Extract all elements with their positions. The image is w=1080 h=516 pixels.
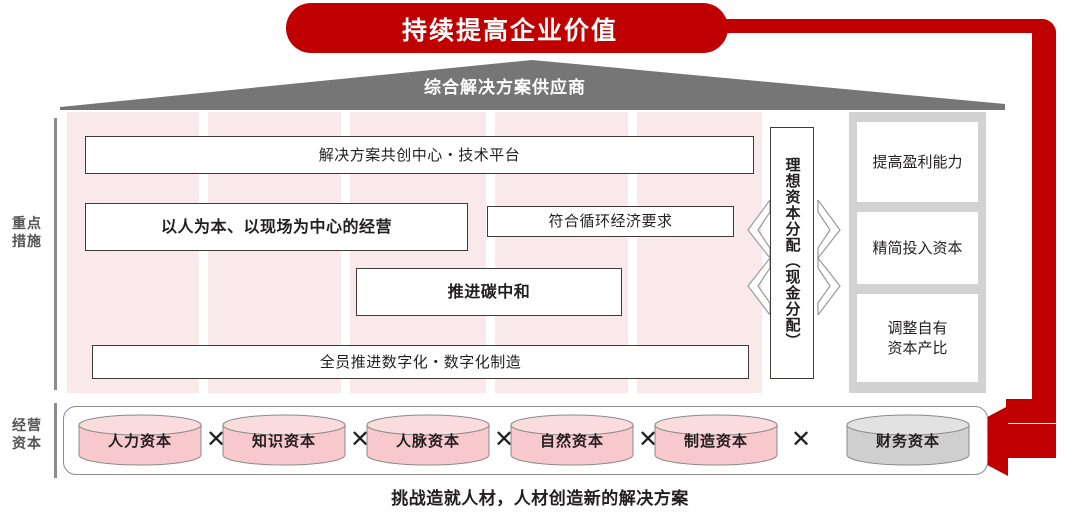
- measure-box-people-centric[interactable]: 以人为本、以现场为中心的经营: [85, 203, 468, 251]
- cylinder-shape: [654, 414, 778, 466]
- section-label-line1: 经营: [12, 418, 42, 434]
- result-box-line2: 资本产比: [887, 339, 948, 357]
- capital-cylinder-financial[interactable]: 财务资本: [846, 414, 970, 466]
- cylinder-shape: [366, 414, 490, 466]
- section-label-line2: 措施: [12, 233, 42, 250]
- roof-label: 综合解决方案供应商: [424, 77, 586, 98]
- result-box-invested-capital[interactable]: 精简投入资本: [857, 212, 978, 284]
- capital-cylinder-label: 人脉资本: [395, 431, 460, 450]
- results-panel: 提高盈利能力 精简投入资本 调整自有 资本产比: [849, 112, 986, 393]
- capital-cylinder-label: 自然资本: [539, 431, 604, 450]
- measure-box-carbon-neutral[interactable]: 推进碳中和: [356, 268, 622, 316]
- rail-divider-capital: [54, 403, 57, 478]
- cylinder-shape: [78, 414, 202, 466]
- multiply-icon: ✕: [493, 425, 515, 453]
- capital-cylinder-label: 财务资本: [875, 431, 940, 450]
- capital-cylinder-network[interactable]: 人脉资本: [366, 414, 490, 466]
- section-label-business-capital: 经营 资本: [4, 418, 50, 453]
- section-label-line1: 重点: [12, 216, 42, 232]
- footer-caption: 挑战造就人材，人材创造新的解决方案: [391, 489, 689, 509]
- capital-cylinder-knowledge[interactable]: 知识资本: [222, 414, 346, 466]
- cylinder-shape: [510, 414, 634, 466]
- capital-cylinder-label: 知识资本: [251, 431, 316, 450]
- capital-cylinder-natural[interactable]: 自然资本: [510, 414, 634, 466]
- result-box-equity-ratio[interactable]: 调整自有 资本产比: [857, 294, 978, 382]
- cylinder-shape: [846, 414, 970, 466]
- multiply-icon: ✕: [790, 425, 812, 453]
- capital-cylinder-human[interactable]: 人力资本: [78, 414, 202, 466]
- ideal-capital-allocation-label: 理想资本分配（现金分配）: [783, 157, 802, 349]
- banner-title: 持续提高企业价值: [401, 16, 618, 45]
- cylinder-shape: [222, 414, 346, 466]
- measure-box-circular-economy[interactable]: 符合循环经济要求: [487, 206, 734, 237]
- capital-cylinder-label: 人力资本: [107, 431, 172, 450]
- section-label-key-measures: 重点 措施: [4, 216, 50, 251]
- result-box-line1: 调整自有: [887, 318, 948, 337]
- rail-divider-measures: [54, 118, 57, 390]
- section-label-line2: 资本: [12, 435, 42, 452]
- result-box-profitability[interactable]: 提高盈利能力: [857, 122, 978, 202]
- ideal-capital-allocation-box[interactable]: 理想资本分配（现金分配）: [770, 127, 814, 379]
- multiply-icon: ✕: [637, 425, 659, 453]
- measure-box-digitalization[interactable]: 全员推进数字化・数字化制造: [92, 345, 749, 379]
- roof-shape: [60, 60, 1005, 110]
- capital-cylinder-label: 制造资本: [683, 431, 748, 450]
- capital-cylinder-manufactured[interactable]: 制造资本: [654, 414, 778, 466]
- measure-box-solution-platform[interactable]: 解决方案共创中心・技术平台: [85, 136, 754, 174]
- multiply-icon: ✕: [349, 425, 371, 453]
- multiply-icon: ✕: [205, 425, 227, 453]
